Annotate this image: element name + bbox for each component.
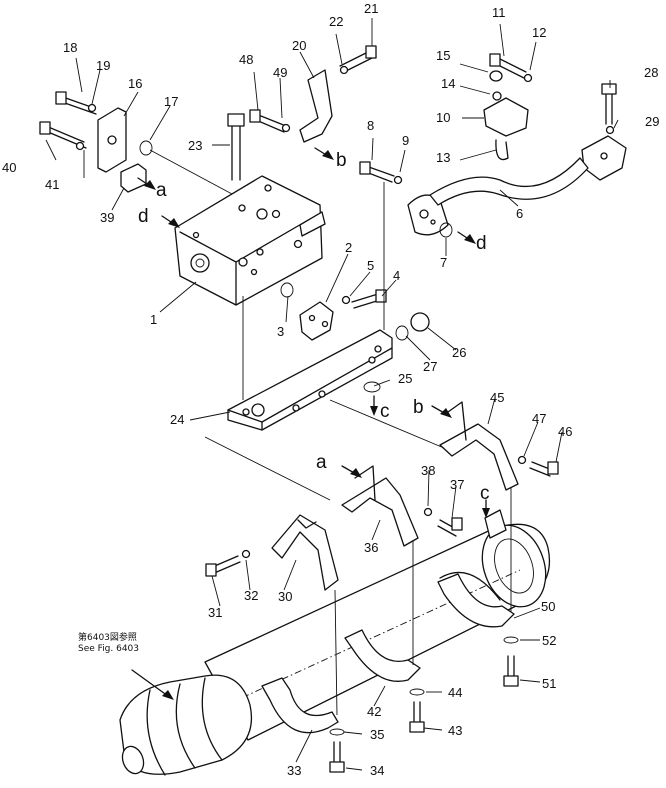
part-label-13: 13: [436, 150, 450, 165]
part-label-10: 10: [436, 110, 450, 125]
part-label-37: 37: [450, 477, 464, 492]
assembly-lines: [149, 149, 512, 716]
part-label-19: 19: [96, 58, 110, 73]
letter-c-lower: c: [480, 483, 490, 504]
bolts-and-washers: [39, 45, 617, 773]
part-label-41: 41: [45, 177, 59, 192]
connection-arrows: [131, 147, 490, 700]
clamp-45: [439, 401, 519, 491]
part-label-23: 23: [188, 138, 202, 153]
part-label-34: 34: [370, 763, 384, 778]
valve-block-1: [174, 175, 323, 306]
clamp-33: [261, 677, 339, 734]
letter-b-right: b: [413, 397, 424, 418]
part-label-20: 20: [292, 38, 306, 53]
part-label-30: 30: [278, 589, 292, 604]
leader-lines: [45, 18, 619, 771]
part-label-4: 4: [393, 268, 400, 283]
part-label-24: 24: [170, 412, 184, 427]
part-label-18: 18: [63, 40, 77, 55]
letter-a-top: a: [156, 180, 167, 201]
part-label-40: 40: [2, 160, 16, 175]
letter-d-right: d: [476, 233, 487, 254]
clamp-36: [341, 465, 419, 547]
part-label-42: 42: [367, 704, 381, 719]
clamp-50: [437, 573, 515, 628]
part-label-36: 36: [364, 540, 378, 555]
letter-a-lower: a: [316, 452, 327, 473]
reference-note: 第6403図参照 See Fig. 6403: [78, 631, 139, 654]
part-label-49: 49: [273, 65, 287, 80]
part-label-14: 14: [441, 76, 455, 91]
part-label-46: 46: [558, 424, 572, 439]
part-label-12: 12: [532, 25, 546, 40]
mounting-plate-24: [227, 329, 393, 431]
part-label-6: 6: [516, 206, 523, 221]
part-label-1: 1: [150, 312, 157, 327]
letter-c-center: c: [380, 401, 390, 422]
part-label-26: 26: [452, 345, 466, 360]
part-label-9: 9: [402, 133, 409, 148]
part-label-27: 27: [423, 359, 437, 374]
part-label-25: 25: [398, 371, 412, 386]
part-label-39: 39: [100, 210, 114, 225]
part-label-5: 5: [367, 258, 374, 273]
part-label-29: 29: [645, 114, 659, 129]
part-label-28: 28: [644, 65, 658, 80]
part-label-38: 38: [421, 463, 435, 478]
part-label-17: 17: [164, 94, 178, 109]
part-label-15: 15: [436, 48, 450, 63]
letter-d-left: d: [138, 206, 149, 227]
letter-b-top: b: [336, 150, 347, 171]
part-label-32: 32: [244, 588, 258, 603]
reference-note-japanese: 第6403図参照: [78, 631, 137, 643]
part-label-3: 3: [277, 324, 284, 339]
part-number-labels: 1 2 3 4 5 6 7 8 9 10 11 12 13 14 15 16 1…: [2, 1, 659, 778]
part-label-47: 47: [532, 411, 546, 426]
part-label-44: 44: [448, 685, 462, 700]
part-label-2: 2: [345, 240, 352, 255]
part-label-11: 11: [492, 5, 506, 20]
part-label-51: 51: [542, 676, 556, 691]
part-label-33: 33: [287, 763, 301, 778]
part-label-8: 8: [367, 118, 374, 133]
clamp-30: [271, 514, 339, 591]
reference-note-english: See Fig. 6403: [78, 644, 139, 654]
part-label-31: 31: [208, 605, 222, 620]
part-label-52: 52: [542, 633, 556, 648]
part-label-35: 35: [370, 727, 384, 742]
part-label-48: 48: [239, 52, 253, 67]
part-label-7: 7: [440, 255, 447, 270]
part-label-16: 16: [128, 76, 142, 91]
part-label-21: 21: [364, 1, 378, 16]
hydraulic-cylinder: [119, 523, 551, 776]
connection-letter-labels: a d b d c b a c: [138, 150, 490, 504]
part-label-43: 43: [448, 723, 462, 738]
part-label-50: 50: [541, 599, 555, 614]
part-label-45: 45: [490, 390, 504, 405]
clamp-42: [344, 629, 421, 682]
part-label-22: 22: [329, 14, 343, 29]
